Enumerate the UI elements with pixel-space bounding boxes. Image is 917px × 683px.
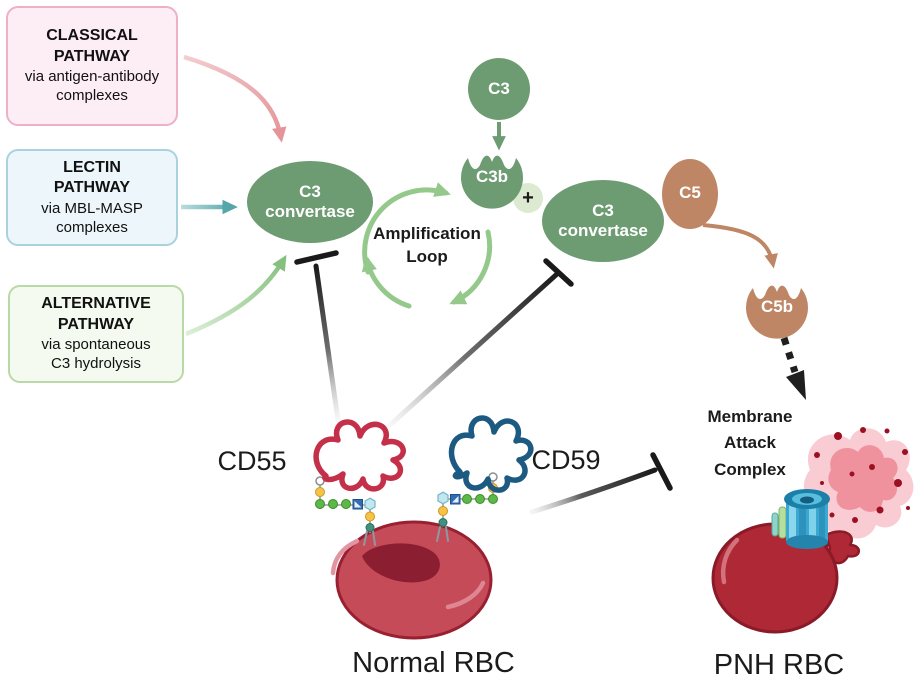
classical-pathway-subtitle-line2: complexes [56,87,128,105]
classical-pathway-box: CLASSICAL PATHWAY via antigen-antibody c… [6,6,178,126]
lectin-pathway-subtitle-line2: complexes [56,218,128,236]
classical-pathway-title-line1: CLASSICAL [46,27,138,45]
cd55-protein-squiggle [313,419,406,492]
c5-ellipse [662,159,718,229]
c3-convertase-left-label: C3 convertase [250,176,370,228]
classical-pathway-title-line2: PATHWAY [53,47,131,65]
classical-pathway-subtitle-line1: via antigen-antibody [24,68,160,86]
c5-to-c5b-arrow [702,223,778,269]
c3-convertase-left-ellipse [247,161,373,243]
mac-line1: Membrane [707,407,793,426]
lectin-pathway-title-line2: PATHWAY [53,179,131,197]
lectin-pathway-title-line1: LECTIN [63,158,121,176]
plus-circle [513,183,543,213]
c3-convertase-left-line1: C3 [299,181,321,201]
c3-convertase-right-label: C3 convertase [543,195,663,247]
amplification-loop-line1: Amplification [373,224,481,243]
cd59-protein-squiggle [448,415,534,493]
c3b-shape [461,155,523,209]
cd55-glycan-chain [315,476,376,546]
amplification-loop-arrows [361,182,493,309]
cd59-label: CD59 [531,445,601,475]
mac-line2: Attack [724,433,776,453]
c3-circle [468,58,530,120]
cd55-inhibits-left-convertase [294,250,341,423]
c3-convertase-right-ellipse [542,180,664,262]
c5-label: C5 [679,182,701,202]
c3-convertase-left-line2: convertase [265,202,355,221]
lectin-pathway-subtitle-line1: via MBL-MASP [41,199,143,217]
alternative-pathway-box: ALTERNATIVE PATHWAY via spontaneous C3 h… [8,285,184,383]
alternative-pathway-title-line1: ALTERNATIVE [41,295,151,313]
amplification-loop-line2: Loop [406,246,448,266]
amplification-loop-label: Amplification Loop [365,223,489,269]
alternative-pathway-subtitle-line2: C3 hydrolysis [50,355,142,373]
alternative-pathway-arrow [185,254,287,337]
normal-rbc [330,520,493,640]
mac-line3: Complex [714,459,786,479]
cd55-label: CD55 [217,446,287,476]
cd55-inhibits-right-convertase [387,258,574,428]
c5b-to-mac-dashed-arrow [780,336,806,400]
c3b-label: C3b [475,166,509,186]
pnh-rbc [711,522,860,634]
membrane-attack-complex-label: Membrane Attack Complex [702,404,798,483]
pnh-rbc-label: PNH RBC [713,649,845,681]
plus-label: + [522,187,534,209]
cd59-inhibits-mac [529,452,673,515]
c5b-shape [746,285,808,339]
c3-label: C3 [488,78,510,98]
cd59-glycan-chain [436,472,498,542]
c3-convertase-right-line1: C3 [592,200,614,220]
alternative-pathway-title-line2: PATHWAY [57,315,135,333]
c3-convertase-right-line2: convertase [558,221,648,240]
classical-pathway-arrow [183,54,287,143]
mac-pore [771,489,830,549]
alternative-pathway-subtitle-line1: via spontaneous [41,336,151,354]
lectin-pathway-box: LECTIN PATHWAY via MBL-MASP complexes [6,149,178,246]
hemolysis-splatter [803,427,914,554]
normal-rbc-label: Normal RBC [352,647,515,679]
c5b-label: C5b [760,296,794,316]
